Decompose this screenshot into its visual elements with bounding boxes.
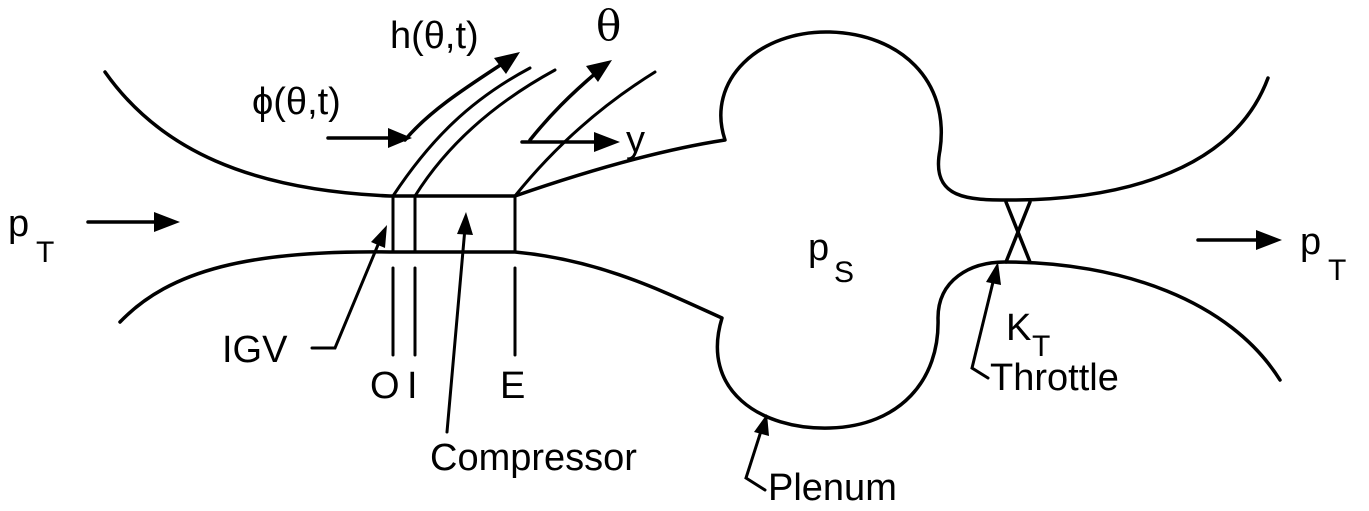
y-label: y [626,119,645,161]
plenum-label: Plenum [768,467,897,506]
coord-curve-2 [413,68,557,198]
plenum-leader-head [754,414,769,436]
coord-curve-1 [391,66,532,198]
throttle-leader-head [986,262,1001,285]
KT-sub: T [1032,330,1050,363]
throttle-leader [970,276,996,380]
compressor-leader-head [457,212,473,235]
station-I-label: I [407,365,418,407]
igv-leader [310,238,382,350]
pS-main: p [808,227,829,269]
pT-inlet-main: p [8,203,29,245]
outlet-arrowhead [1256,230,1282,250]
theta-arrow-shaft [528,70,599,142]
pT-outlet-main: p [1300,221,1321,263]
upper-duct-wall [103,30,1270,202]
igv-label: IGV [222,329,288,371]
theta-arrowhead [586,60,612,82]
inlet-arrowhead [154,212,180,232]
pS-label: p S [808,227,854,289]
phi-theta-t-label: ϕ(θ,t) [252,81,341,123]
pT-inlet-label: p T [8,203,54,269]
theta-label: θ [596,1,621,50]
KT-main: K [1006,307,1031,349]
h-theta-t-label: h(θ,t) [390,15,479,57]
lower-duct-wall [118,250,1282,430]
station-O-label: O [370,365,400,407]
KT-label: K T [1006,307,1050,363]
plenum-leader [744,426,767,492]
igv-leader-head [371,225,387,248]
pS-sub: S [834,256,854,289]
phi-arrowhead [388,128,412,148]
h-arrowhead [494,52,520,74]
compressor-label: Compressor [430,437,637,479]
pT-outlet-label: p T [1300,221,1346,287]
throttle-valve-line-2 [1004,200,1032,264]
coord-curve-3 [513,70,657,198]
station-E-label: E [500,365,525,407]
pT-outlet-sub: T [1328,254,1346,287]
y-arrowhead [594,132,620,152]
throttle-label: Throttle [990,357,1119,399]
pT-inlet-sub: T [36,236,54,269]
h-arrow-shaft [403,60,507,142]
compressor-leader [445,226,467,434]
